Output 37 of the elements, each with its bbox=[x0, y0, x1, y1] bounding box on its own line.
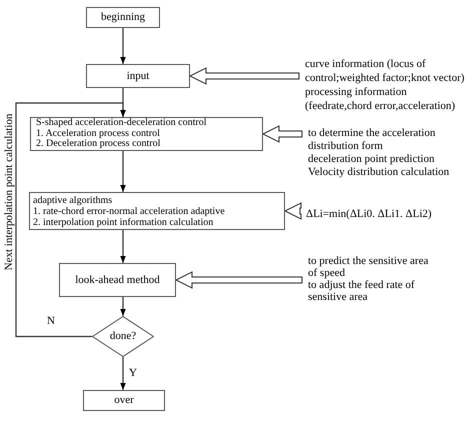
node-text: adaptive algorithms bbox=[33, 194, 114, 206]
node-text: S-shaped acceleration-deceleration control bbox=[36, 118, 208, 129]
node-text-line: processing information (feedrate,chord error,acceleration) bbox=[305, 85, 456, 113]
node-text-line: 2. interpolation point information calculation bbox=[33, 216, 214, 228]
node-text-line: deceleration point prediction bbox=[308, 153, 436, 166]
arrow bbox=[120, 28, 126, 64]
node-text-line: 1. Acceleration process control bbox=[36, 128, 161, 139]
hollow-arrow bbox=[284, 202, 302, 220]
end-box bbox=[83, 390, 165, 411]
arrow bbox=[120, 151, 126, 192]
hollow-arrow bbox=[174, 271, 302, 289]
node-text: ΔLi=min(ΔLi0. ΔLi1. ΔLi2) bbox=[306, 207, 433, 221]
node-text: look-ahead method bbox=[75, 272, 160, 288]
arrow bbox=[15, 102, 126, 338]
node-text-line: 1. rate-chord error-normal acceleration adaptive bbox=[33, 206, 226, 216]
arrow bbox=[120, 357, 126, 390]
edge-label: N bbox=[46, 314, 56, 326]
node-text: input bbox=[126, 68, 150, 84]
node-text: over bbox=[114, 393, 134, 408]
node-text-line: 2. Deceleration process control bbox=[36, 139, 162, 150]
edge-label: Y bbox=[128, 366, 138, 378]
arrow bbox=[120, 297, 126, 316]
node-text: beginning bbox=[101, 10, 145, 26]
process-box bbox=[30, 117, 263, 151]
input-box bbox=[86, 64, 190, 88]
hollow-arrow bbox=[262, 125, 302, 143]
process-box bbox=[59, 263, 176, 297]
hollow-arrow bbox=[188, 67, 300, 85]
decision-diamond bbox=[92, 316, 154, 357]
node-text-line: Velocity distribution calculation bbox=[308, 166, 450, 179]
node-text: curve information (locus of control;weighted factor;knot vector) bbox=[305, 57, 466, 85]
node-text-line: to adjust the feed rate of sensitive area bbox=[308, 279, 416, 303]
vertical-label: Next interpolation point calculation bbox=[3, 112, 15, 272]
process-box bbox=[29, 192, 285, 230]
arrow bbox=[120, 230, 126, 263]
start-box bbox=[86, 7, 160, 28]
node-text: done? bbox=[110, 329, 136, 344]
